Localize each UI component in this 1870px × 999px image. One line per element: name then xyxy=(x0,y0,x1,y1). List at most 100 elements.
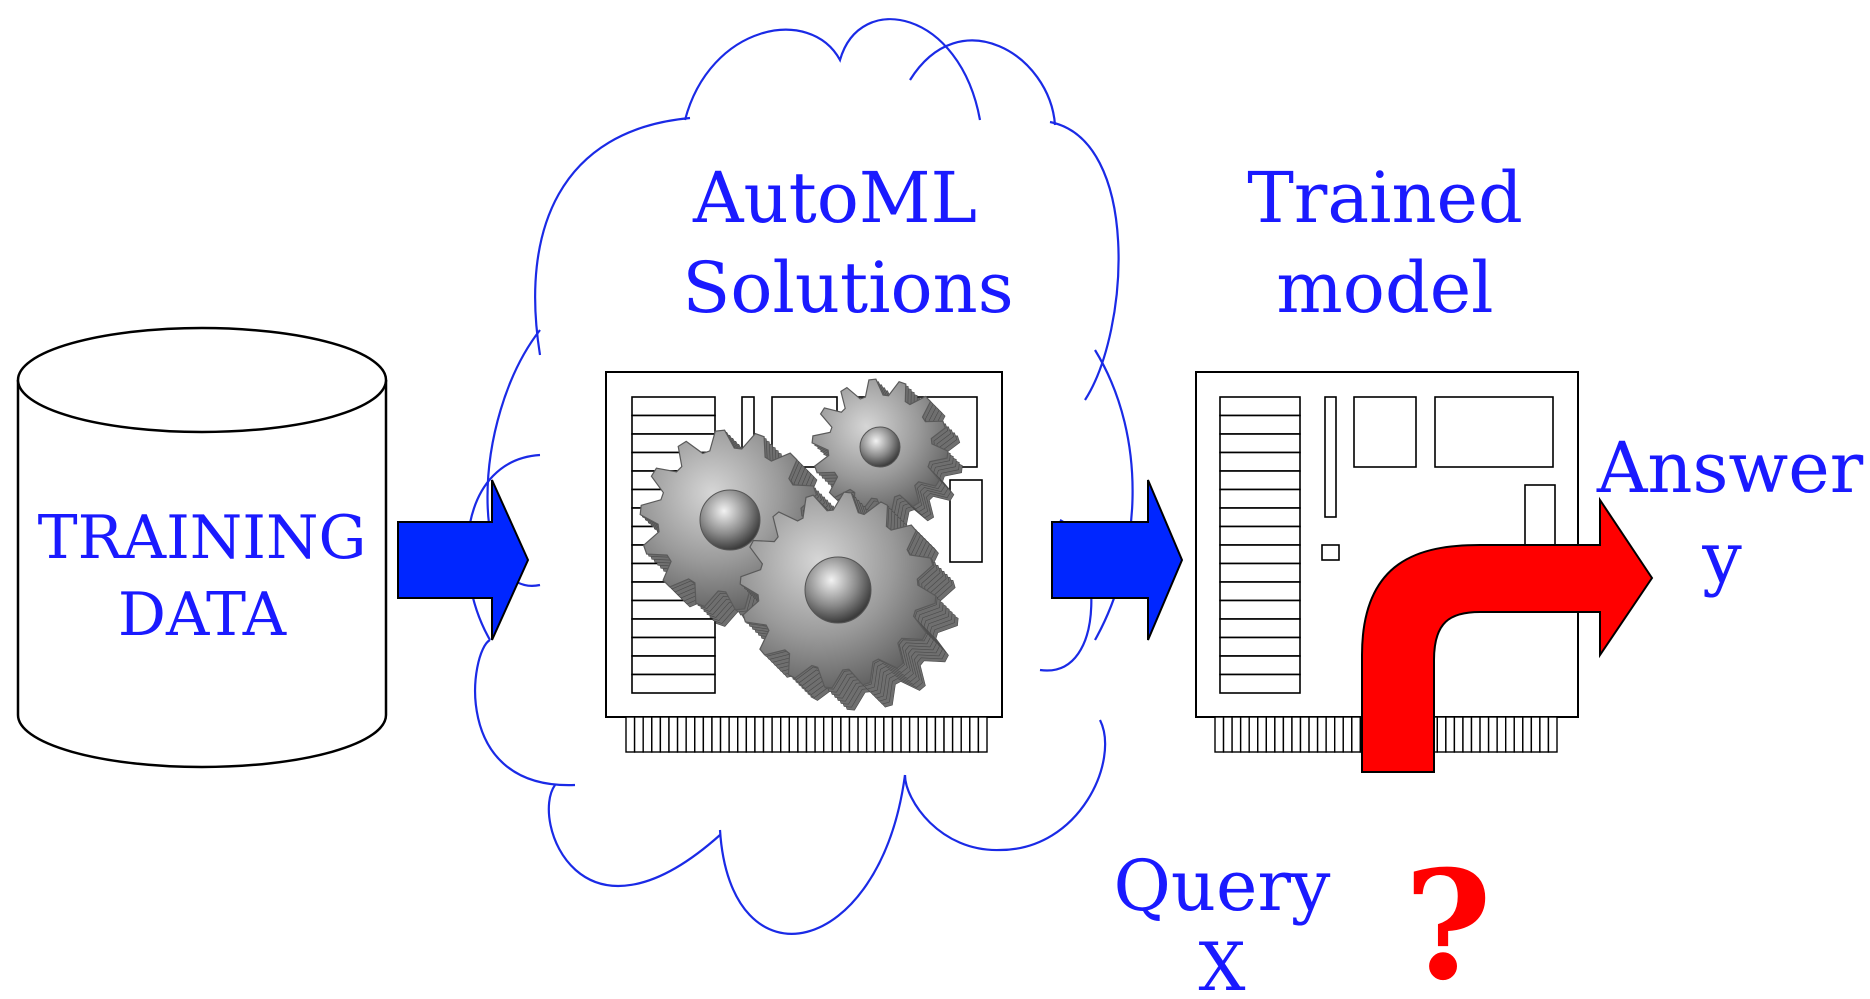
connector-pin xyxy=(865,716,876,753)
connector-pin xyxy=(719,716,730,753)
query-to-answer-arrow xyxy=(1361,496,1654,773)
connector-pin xyxy=(1214,716,1225,753)
memory-slot xyxy=(1219,618,1301,639)
connector-pin xyxy=(694,716,705,753)
connector-pin xyxy=(1282,716,1293,753)
connector-pin xyxy=(1333,716,1344,753)
answer-label-line2: y xyxy=(1701,517,1742,599)
connector-pin xyxy=(1308,716,1319,753)
memory-slot xyxy=(1219,562,1301,583)
connector-pin xyxy=(625,716,636,753)
connector-pin xyxy=(659,716,670,753)
memory-slot xyxy=(1219,599,1301,620)
connector-pin xyxy=(900,716,911,753)
connector-pin xyxy=(874,716,885,753)
memory-slot xyxy=(631,433,716,454)
gears-icon xyxy=(639,378,963,711)
answer-label-line1: Answer xyxy=(1596,427,1864,509)
connector-pin xyxy=(1479,716,1490,753)
connector-pin xyxy=(969,716,980,753)
connector-pin xyxy=(762,716,773,753)
connector-pin xyxy=(1445,716,1456,753)
connector-pin xyxy=(1325,716,1336,753)
connector-pin xyxy=(728,716,739,753)
connector-pin xyxy=(1342,716,1353,753)
connector-pin xyxy=(1299,716,1310,753)
automl-board xyxy=(605,371,1003,753)
memory-slot xyxy=(1219,488,1301,509)
connector-pin xyxy=(1231,716,1242,753)
memory-slot xyxy=(1219,470,1301,491)
connector-pin xyxy=(780,716,791,753)
memory-slot xyxy=(1219,433,1301,454)
connector-pin xyxy=(1462,716,1473,753)
connector-pin xyxy=(1513,716,1524,753)
memory-slot xyxy=(1219,581,1301,602)
connector-pin xyxy=(1496,716,1507,753)
connector-pin xyxy=(1248,716,1259,753)
connector-pin xyxy=(676,716,687,753)
memory-slot xyxy=(631,414,716,435)
memory-slot xyxy=(1219,673,1301,694)
connector-pin xyxy=(1470,716,1481,753)
connector-pin xyxy=(1436,716,1447,753)
memory-slot xyxy=(631,396,716,417)
connector-pin xyxy=(685,716,696,753)
board-memory-slots xyxy=(1219,396,1301,694)
connector-pin xyxy=(960,716,971,753)
memory-slot xyxy=(1219,544,1301,565)
connector-pin xyxy=(788,716,799,753)
memory-slot xyxy=(1219,396,1301,417)
data-to-automl-arrow xyxy=(397,479,530,641)
connector-pin xyxy=(1265,716,1276,753)
connector-pin xyxy=(805,716,816,753)
connector-pin xyxy=(771,716,782,753)
connector-pin xyxy=(917,716,928,753)
connector-pin xyxy=(737,716,748,753)
trained-model-label-line1: Trained xyxy=(1247,157,1523,239)
connector-pin xyxy=(745,716,756,753)
connector-pin xyxy=(1487,716,1498,753)
connector-pin xyxy=(908,716,919,753)
connector-pin xyxy=(1316,716,1327,753)
connector-pin xyxy=(891,716,902,753)
connector-pin xyxy=(814,716,825,753)
connector-pin xyxy=(1274,716,1285,753)
connector-pin xyxy=(1539,716,1550,753)
memory-slot xyxy=(1219,414,1301,435)
connector-pin xyxy=(1239,716,1250,753)
memory-slot xyxy=(631,636,716,657)
connector-pin xyxy=(857,716,868,753)
connector-pin xyxy=(883,716,894,753)
connector-pin xyxy=(651,716,662,753)
automl-label-line2: Solutions xyxy=(682,247,1013,329)
connector-pin xyxy=(1291,716,1302,753)
board-connector-pins xyxy=(625,716,988,753)
connector-pin xyxy=(848,716,859,753)
training-data-label-line1: TRAINING xyxy=(38,503,367,573)
connector-pin xyxy=(1530,716,1541,753)
connector-pin xyxy=(754,716,765,753)
connector-pin xyxy=(1257,716,1268,753)
gear-hole xyxy=(804,556,872,624)
query-label-line1: Query xyxy=(1114,845,1331,927)
question-mark: ? xyxy=(1404,838,1492,999)
automl-to-model-arrow xyxy=(1051,479,1184,641)
memory-slot xyxy=(1219,507,1301,528)
connector-pin xyxy=(831,716,842,753)
connector-pin xyxy=(926,716,937,753)
connector-pin xyxy=(1222,716,1233,753)
training-data-label-line2: DATA xyxy=(118,580,287,650)
memory-slot xyxy=(1219,655,1301,676)
connector-pin xyxy=(1547,716,1558,753)
gear-hole xyxy=(859,426,901,468)
connector-pin xyxy=(822,716,833,753)
connector-pin xyxy=(797,716,808,753)
memory-slot xyxy=(1219,451,1301,472)
connector-pin xyxy=(1351,716,1362,753)
automl-label-line1: AutoML xyxy=(692,157,977,239)
memory-slot xyxy=(1219,636,1301,657)
training-data-cylinder: TRAINING DATA xyxy=(16,326,388,769)
connector-pin xyxy=(934,716,945,753)
